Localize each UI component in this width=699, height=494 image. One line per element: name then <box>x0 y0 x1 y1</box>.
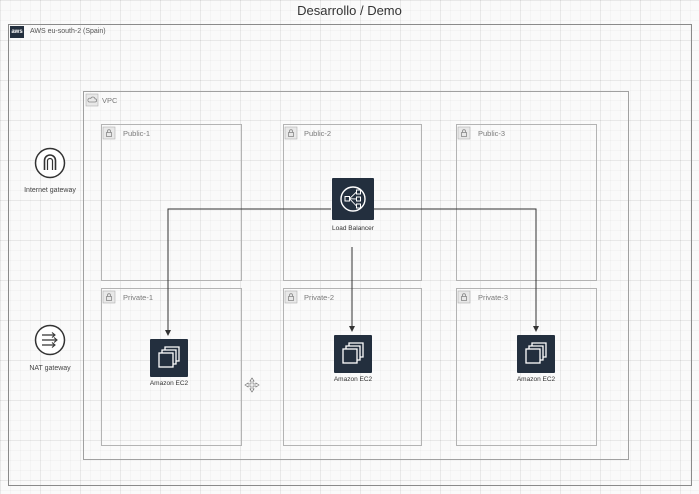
load-balancer-label: Load Balancer <box>332 225 374 232</box>
ec2-node-3 <box>517 335 555 373</box>
lock-icon <box>102 290 116 304</box>
lock-icon <box>284 290 298 304</box>
subnet-public-1 <box>101 124 242 281</box>
ec2-label-2: Amazon EC2 <box>333 376 373 383</box>
vpc-cloud-icon <box>85 93 99 107</box>
ec2-icon <box>525 342 547 364</box>
internet-gateway-label: Internet gateway <box>24 187 76 194</box>
ec2-node-2 <box>334 335 372 373</box>
aws-region-label: AWS eu-south-2 (Spain) <box>30 28 106 35</box>
internet-gateway-icon <box>34 147 66 179</box>
vpc-label: VPC <box>102 96 118 105</box>
lock-icon <box>457 290 471 304</box>
edge-lb-to-ec2-1 <box>165 208 331 336</box>
subnet-private-2-label: Private-2 <box>304 293 335 302</box>
vpc-group <box>83 91 629 460</box>
aws-region-group <box>8 24 692 486</box>
subnet-private-1 <box>101 288 242 446</box>
subnet-private-1-label: Private-1 <box>123 293 154 302</box>
move-cursor-icon <box>244 377 260 393</box>
lock-icon <box>284 126 298 140</box>
subnet-public-1-label: Public-1 <box>123 129 151 138</box>
subnet-public-2-label: Public-2 <box>304 129 332 138</box>
ec2-node-1 <box>150 339 188 377</box>
subnet-public-3-label: Public-3 <box>478 129 506 138</box>
ec2-icon <box>342 342 364 364</box>
edge-lb-to-ec2-3 <box>374 208 539 332</box>
nat-gateway-label: NAT gateway <box>29 365 71 372</box>
lock-icon <box>102 126 116 140</box>
subnet-public-3 <box>456 124 597 281</box>
ec2-label-1: Amazon EC2 <box>149 380 189 387</box>
load-balancer-node <box>332 178 374 220</box>
nat-gateway-icon <box>34 324 66 356</box>
subnet-private-3-label: Private-3 <box>478 293 509 302</box>
subnet-private-3 <box>456 288 597 446</box>
ec2-icon <box>158 346 180 368</box>
lock-icon <box>457 126 471 140</box>
aws-logo-icon: aws <box>10 26 24 38</box>
diagram-title: Desarrollo / Demo <box>297 3 402 18</box>
load-balancer-icon <box>340 186 366 212</box>
ec2-label-3: Amazon EC2 <box>516 376 556 383</box>
